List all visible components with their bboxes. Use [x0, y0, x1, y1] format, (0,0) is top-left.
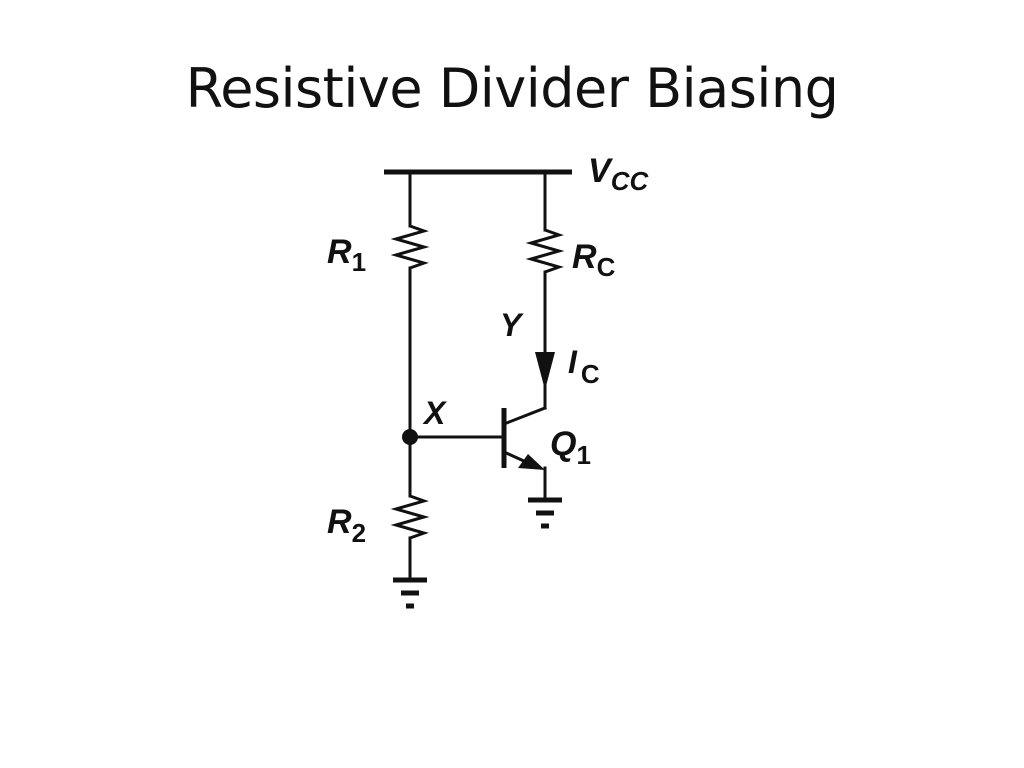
vcc-label: VCC — [588, 152, 649, 196]
r2-label: R2 — [327, 503, 366, 548]
r1-label: R1 — [327, 233, 366, 277]
rc-label: RC — [572, 238, 616, 282]
slide-title: Resistive Divider Biasing — [185, 57, 839, 120]
current-arrow-ic — [535, 352, 555, 390]
resistor-r2 — [390, 494, 430, 540]
ground-symbol-left — [393, 577, 427, 609]
node-x-label: X — [422, 395, 447, 431]
resistor-r1 — [390, 224, 430, 270]
transistor-collector — [502, 406, 547, 426]
ground-symbol-right — [528, 497, 562, 529]
node-y-label: Y — [500, 307, 524, 343]
q1-label: Q1 — [550, 425, 591, 470]
emitter-arrow — [518, 454, 545, 470]
resistor-rc — [525, 228, 565, 274]
